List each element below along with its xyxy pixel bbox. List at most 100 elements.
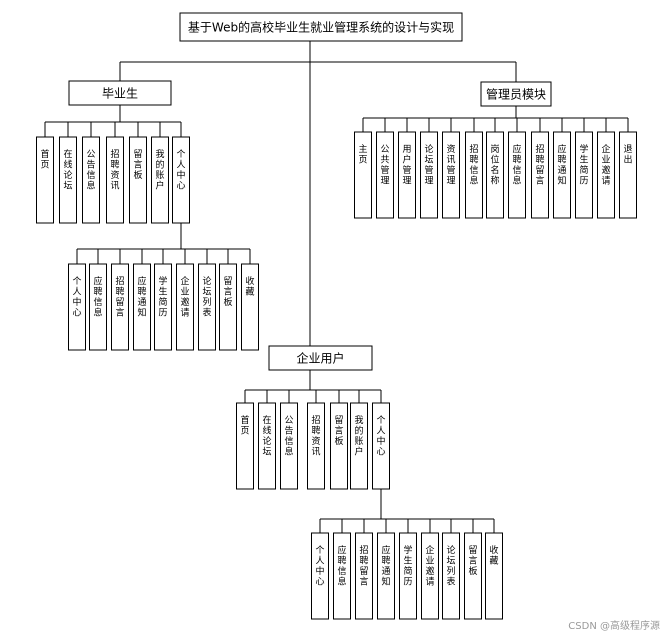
graduate-sub-7-frame (219, 263, 237, 351)
admin-leaf-4-label: 资讯管理 (446, 144, 455, 187)
admin-leaf-9: 应聘通知 (553, 131, 571, 219)
graduate-sub-5-label: 企业邀请 (180, 275, 189, 319)
enterprise-leaf-2: 公告信息 (280, 402, 298, 490)
admin-leaf-10-frame (575, 131, 593, 219)
graduate-sub-2: 招聘留言 (111, 263, 129, 351)
admin-leaf-7-frame (508, 131, 526, 219)
enterprise-leaf-0: 首页 (236, 402, 254, 490)
module-admin: 管理员模块 (480, 81, 552, 107)
module-admin-frame (480, 81, 552, 107)
admin-leaf-8: 招聘留言 (531, 131, 549, 219)
enterprise-leaf-6: 个人中心 (372, 402, 390, 490)
graduate-leaf-0-frame (36, 136, 54, 224)
admin-leaf-1: 公共管理 (376, 131, 394, 219)
enterprise-sub-7-label: 留言板 (468, 544, 477, 577)
enterprise-leaf-1-label: 在线论坛 (262, 414, 271, 458)
enterprise-sub-2-frame (355, 532, 373, 620)
admin-leaf-3-label: 论坛管理 (424, 143, 433, 187)
graduate-sub-5: 企业邀请 (176, 263, 194, 351)
graduate-sub-2-frame (111, 263, 129, 351)
graduate-leaf-5: 我的账户 (151, 136, 169, 224)
admin-leaf-8-frame (531, 131, 549, 219)
graduate-sub-3: 应聘通知 (133, 263, 151, 351)
graduate-sub-3-label: 应聘通知 (137, 275, 146, 319)
admin-leaf-6-label: 岗位名称 (490, 144, 499, 187)
graduate-sub-4-label: 学生简历 (158, 275, 167, 319)
graduate-sub-6-frame (198, 263, 216, 351)
admin-leaf-11-frame (597, 131, 615, 219)
root-node: 基于Web的高校毕业生就业管理系统的设计与实现 (179, 12, 463, 42)
module-enterprise-label: 企业用户 (296, 351, 344, 366)
graduate-sub-6: 论坛列表 (198, 263, 216, 351)
admin-leaf-0: 主页 (354, 131, 372, 219)
admin-leaf-5-label: 招聘信息 (469, 143, 478, 187)
admin-leaf-12-frame (619, 131, 637, 219)
enterprise-leaf-4: 留言板 (330, 402, 348, 490)
enterprise-leaf-5-label: 我的账户 (354, 415, 363, 458)
admin-leaf-5: 招聘信息 (465, 131, 483, 219)
graduate-sub-1: 应聘信息 (89, 263, 107, 351)
module-graduate-label: 毕业生 (102, 87, 138, 101)
enterprise-sub-3: 应聘通知 (377, 532, 395, 620)
graduate-leaf-4-frame (129, 136, 147, 224)
enterprise-sub-8-label: 收藏 (489, 544, 498, 567)
admin-leaf-8-label: 招聘留言 (535, 143, 544, 187)
graduate-sub-7: 留言板 (219, 263, 237, 351)
admin-leaf-11-label: 企业邀请 (601, 143, 610, 187)
graduate-leaf-2-frame (82, 136, 100, 224)
admin-leaf-2: 用户管理 (398, 131, 416, 219)
admin-leaf-11: 企业邀请 (597, 131, 615, 219)
admin-leaf-12: 退出 (619, 131, 637, 219)
admin-leaf-4: 资讯管理 (442, 131, 460, 219)
graduate-leaf-4-label: 留言板 (133, 148, 142, 181)
graduate-leaf-3-label: 招聘资讯 (110, 148, 119, 192)
admin-leaf-10-label: 学生简历 (579, 143, 588, 187)
enterprise-leaf-2-label: 公告信息 (284, 415, 293, 458)
graduate-sub-7-label: 留言板 (223, 275, 232, 308)
graduate-sub-0-label: 个人中心 (72, 276, 81, 319)
graduate-sub-3-frame (133, 263, 151, 351)
enterprise-sub-0: 个人中心 (311, 532, 329, 620)
admin-leaf-10: 学生简历 (575, 131, 593, 219)
graduate-leaf-1-frame (59, 136, 77, 224)
enterprise-leaf-5-frame (350, 402, 368, 490)
graduate-leaf-0: 首页 (36, 136, 54, 224)
admin-leaf-9-label: 应聘通知 (557, 143, 566, 187)
graduate-sub-8: 收藏 (241, 263, 259, 351)
enterprise-sub-6-frame (442, 532, 460, 620)
enterprise-sub-7: 留言板 (464, 532, 482, 620)
enterprise-leaf-0-label: 首页 (240, 414, 249, 437)
admin-leaf-2-frame (398, 131, 416, 219)
graduate-sub-5-frame (176, 263, 194, 351)
admin-leaf-6: 岗位名称 (486, 131, 504, 219)
admin-leaf-6-frame (486, 131, 504, 219)
graduate-leaf-6-frame (172, 136, 190, 224)
graduate-sub-8-label: 收藏 (245, 275, 254, 298)
module-enterprise: 企业用户 (268, 345, 373, 371)
graduate-leaf-0-label: 首页 (40, 148, 49, 171)
graduate-sub-8-frame (241, 263, 259, 351)
enterprise-sub-0-label: 个人中心 (315, 545, 324, 588)
graduate-leaf-3-frame (106, 136, 124, 224)
admin-leaf-7-label: 应聘信息 (512, 143, 521, 187)
enterprise-sub-2-label: 招聘留言 (359, 544, 368, 588)
graduate-leaf-4: 留言板 (129, 136, 147, 224)
enterprise-leaf-1-frame (258, 402, 276, 490)
graduate-sub-0: 个人中心 (68, 263, 86, 351)
enterprise-leaf-2-frame (280, 402, 298, 490)
admin-leaf-3-frame (420, 131, 438, 219)
graduate-leaf-2: 公告信息 (82, 136, 100, 224)
enterprise-leaf-4-frame (330, 402, 348, 490)
module-enterprise-frame (268, 345, 373, 371)
enterprise-leaf-1: 在线论坛 (258, 402, 276, 490)
graduate-sub-0-frame (68, 263, 86, 351)
graduate-sub-4: 学生简历 (154, 263, 172, 351)
enterprise-sub-6: 论坛列表 (442, 532, 460, 620)
admin-leaf-0-label: 主页 (358, 143, 367, 166)
watermark: CSDN @高级程序源 (568, 619, 660, 632)
enterprise-sub-1-label: 应聘信息 (337, 544, 346, 588)
enterprise-sub-5-frame (421, 532, 439, 620)
graduate-leaf-5-frame (151, 136, 169, 224)
admin-leaf-4-frame (442, 131, 460, 219)
